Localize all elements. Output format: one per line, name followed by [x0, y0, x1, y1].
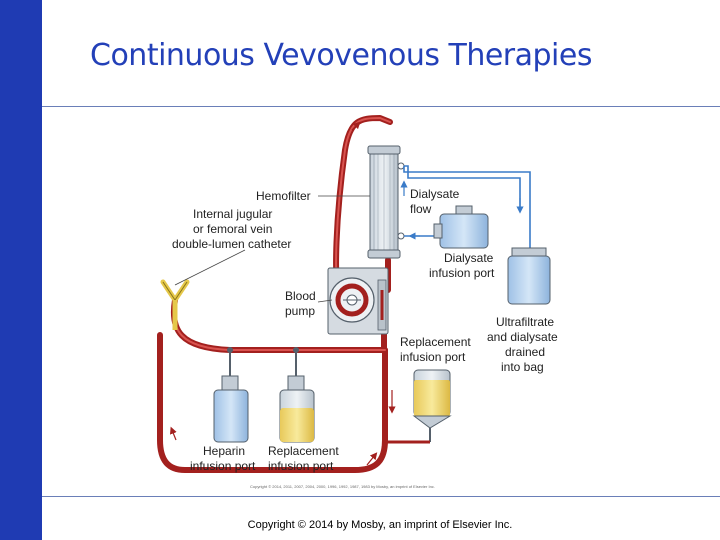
- label-ultrafiltrate: Ultrafiltrate and dialysate drained into…: [487, 315, 558, 374]
- blood-flow-arrow: [351, 121, 361, 131]
- label-blood-pump: Blood pump: [285, 289, 316, 318]
- svg-text:or femoral vein: or femoral vein: [193, 222, 272, 236]
- slide-title: Continuous Vevovenous Therapies: [90, 38, 592, 73]
- blood-pump: [327, 267, 389, 335]
- ultrafiltrate-bag: [507, 247, 551, 305]
- double-lumen-catheter: [160, 279, 190, 330]
- svg-text:Replacement: Replacement: [268, 444, 339, 458]
- svg-text:drained: drained: [505, 345, 545, 359]
- dialysate-bag: [433, 205, 489, 249]
- svg-text:infusion port: infusion port: [400, 350, 466, 364]
- label-catheter: Internal jugular or femoral vein double-…: [172, 207, 291, 251]
- svg-text:Replacement: Replacement: [400, 335, 471, 349]
- svg-text:into bag: into bag: [501, 360, 544, 374]
- svg-text:infusion port: infusion port: [190, 459, 256, 473]
- label-heparin-port: Heparin infusion port: [190, 444, 256, 473]
- side-accent-bar: [0, 0, 42, 540]
- hemofilter: [367, 145, 405, 259]
- replacement-bag-right: [386, 369, 452, 444]
- svg-text:Internal jugular: Internal jugular: [193, 207, 272, 221]
- svg-text:Dialysate: Dialysate: [410, 187, 460, 201]
- svg-text:double-lumen catheter: double-lumen catheter: [172, 237, 291, 251]
- copyright-footer: Copyright © 2014 by Mosby, an imprint of…: [247, 519, 513, 531]
- svg-text:and dialysate: and dialysate: [487, 330, 558, 344]
- svg-text:Heparin: Heparin: [203, 444, 245, 458]
- footer-divider: [42, 496, 720, 497]
- svg-text:Dialysate: Dialysate: [444, 251, 494, 265]
- svg-text:Blood: Blood: [285, 289, 316, 303]
- label-replacement-port-right: Replacement infusion port: [400, 335, 471, 364]
- figure-credit: Copyright © 2014, 2011, 2007, 2004, 2000…: [250, 484, 435, 489]
- heparin-bottle: [213, 347, 249, 443]
- label-dialysate-port: Dialysate infusion port: [429, 251, 495, 280]
- svg-text:infusion port: infusion port: [268, 459, 334, 473]
- catheter-pointer: [174, 249, 246, 286]
- label-hemofilter: Hemofilter: [256, 189, 311, 203]
- blood-flow-arrow: [169, 426, 177, 441]
- svg-text:pump: pump: [285, 304, 315, 318]
- label-dialysate-flow: Dialysate flow: [410, 187, 460, 216]
- svg-text:infusion port: infusion port: [429, 266, 495, 280]
- replacement-bottle-bottom: [279, 347, 315, 443]
- svg-text:flow: flow: [410, 202, 432, 216]
- svg-text:Ultrafiltrate: Ultrafiltrate: [496, 315, 554, 329]
- blood-pump-pointer: [317, 299, 333, 303]
- blood-flow-arrow: [366, 452, 378, 466]
- title-divider: [42, 106, 720, 107]
- label-replacement-port-bottom: Replacement infusion port: [268, 444, 339, 473]
